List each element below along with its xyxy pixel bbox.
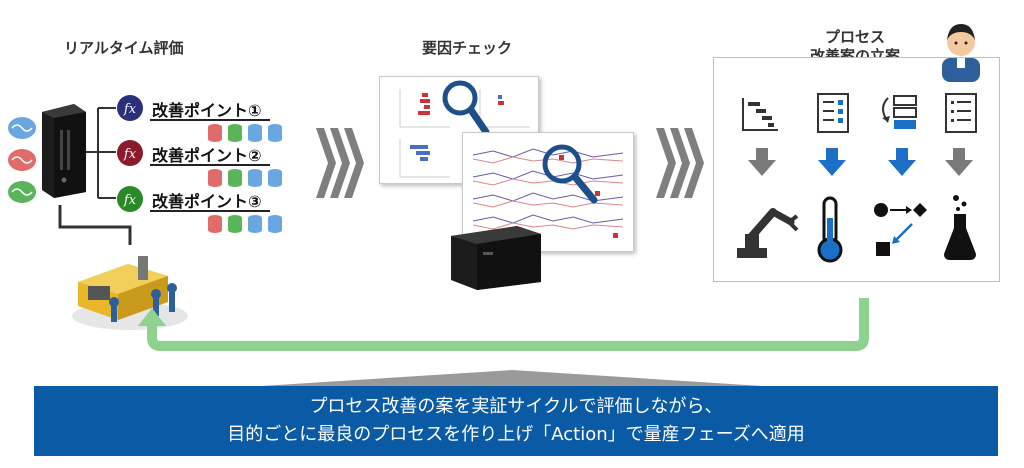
kpi-label-1: 改善ポイント① (152, 101, 262, 120)
brain-icons (8, 117, 36, 203)
tree-connector (86, 107, 116, 199)
kpi-row-1: fx (116, 94, 144, 126)
heading-factor-check: 要因チェック (422, 39, 513, 57)
kpi-underline (150, 164, 270, 166)
brain-icon-red (8, 149, 36, 171)
svg-text:fx: fx (123, 102, 137, 117)
heading-realtime-evaluation: リアルタイム評価 (64, 39, 184, 57)
kpi-row-2: fx (116, 139, 144, 171)
chevron-right-icon (316, 128, 364, 198)
kpi-label-2: 改善ポイント② (152, 146, 262, 165)
summary-banner: プロセス改善の案を実証サイクルで評価しながら、 目的ごとに最良のプロセスを作り上… (34, 386, 998, 456)
brain-icon-blue (8, 117, 36, 139)
function-icon: fx (117, 186, 143, 212)
list-icon (945, 93, 977, 133)
edge-server-icon (451, 226, 541, 290)
database-icons-row-1 (208, 124, 282, 142)
function-icon: fx (117, 140, 143, 166)
svg-text:fx: fx (123, 193, 137, 208)
magnifier-icon (442, 80, 490, 136)
database-icons-row-2 (208, 169, 282, 187)
brain-icon-green (8, 181, 36, 203)
kpi-row-3: fx (116, 185, 144, 217)
edge-pc-icon (42, 104, 86, 198)
reorder-icon (882, 95, 917, 129)
banner-line-2: 目的ごとに最良のプロセスを作り上げ「Action」で量産フェーズへ適用 (227, 424, 805, 445)
engineer-avatar (942, 24, 980, 82)
svg-text:fx: fx (123, 147, 137, 162)
banner-triangle (262, 370, 762, 386)
function-icon: fx (117, 95, 143, 121)
down-arrow-icon (818, 148, 846, 176)
down-arrow-icon (748, 148, 776, 176)
robot-arm-icon (737, 208, 799, 258)
heading-process-line1: プロセス (824, 28, 885, 46)
thermometer-icon (817, 196, 843, 263)
chevron-right-icon (656, 128, 704, 198)
mini-bar-charts (399, 89, 530, 178)
kpi-underline (150, 210, 270, 212)
kpi-underline (150, 119, 270, 121)
database-icons-row-3 (208, 215, 282, 233)
checklist-icon (817, 93, 849, 133)
kpi-label-3: 改善ポイント③ (152, 192, 262, 211)
flask-icon (944, 195, 976, 260)
pc-factory-connector (58, 205, 132, 245)
magnifier-icon (542, 144, 598, 204)
down-arrow-icon (945, 148, 973, 176)
flow-diagram-icon (874, 203, 927, 256)
gantt-chart-icon (742, 98, 778, 131)
feedback-arrow (138, 298, 869, 351)
banner-line-1: プロセス改善の案を実証サイクルで評価しながら、 (309, 396, 723, 417)
down-arrow-icon (888, 148, 916, 176)
